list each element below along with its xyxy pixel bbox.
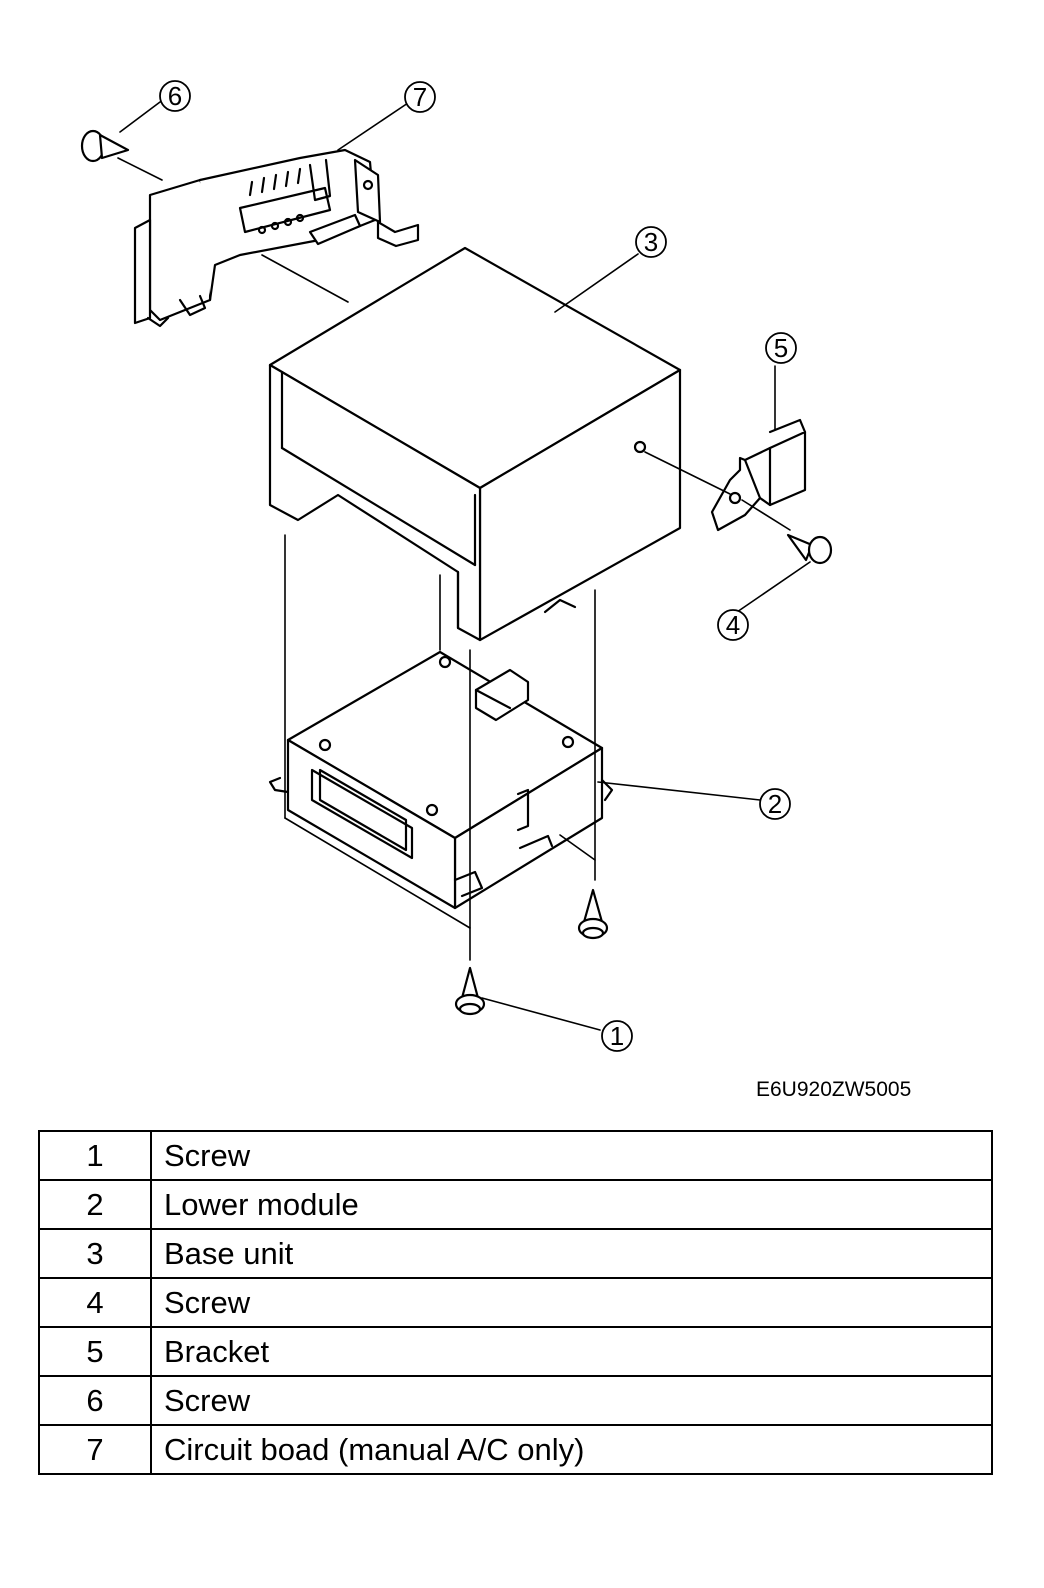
assembly-lines	[117, 157, 791, 961]
table-row: 5 Bracket	[38, 1326, 993, 1377]
part-name: Circuit boad (manual A/C only)	[150, 1424, 993, 1475]
part-number: 1	[38, 1130, 152, 1181]
part-number: 2	[38, 1179, 152, 1230]
table-row: 4 Screw	[38, 1277, 993, 1328]
base-unit-drawing	[268, 246, 682, 642]
circuit-board-drawing	[133, 148, 420, 328]
table-row: 3 Base unit	[38, 1228, 993, 1279]
callout-4: 4	[717, 609, 749, 641]
parts-table: 1 Screw 2 Lower module 3 Base unit 4 Scr…	[38, 1130, 993, 1475]
callout-3: 3	[635, 226, 667, 258]
callout-7-label: 7	[413, 82, 427, 112]
screw-1-right-drawing	[577, 888, 609, 940]
table-row: 1 Screw	[38, 1130, 993, 1181]
part-name: Lower module	[150, 1179, 993, 1230]
screw-4-drawing	[786, 533, 833, 565]
callout-5: 5	[765, 332, 797, 364]
figure-code: E6U920ZW5005	[756, 1078, 912, 1101]
part-number: 6	[38, 1375, 152, 1426]
callout-6-label: 6	[168, 81, 182, 111]
part-number: 3	[38, 1228, 152, 1279]
part-name: Bracket	[150, 1326, 993, 1377]
lower-module-drawing	[268, 650, 614, 910]
callout-1-label: 1	[610, 1021, 624, 1051]
table-row: 7 Circuit boad (manual A/C only)	[38, 1424, 993, 1475]
table-row: 6 Screw	[38, 1375, 993, 1426]
callout-6: 6	[159, 80, 191, 112]
callout-2: 2	[759, 788, 791, 820]
screw-6-drawing	[80, 129, 130, 163]
callout-5-label: 5	[774, 333, 788, 363]
table-row: 2 Lower module	[38, 1179, 993, 1230]
part-name: Screw	[150, 1375, 993, 1426]
callout-7: 7	[404, 81, 436, 113]
exploded-view-diagram: 6 7 3 5 4 2 1	[80, 80, 833, 1052]
part-number: 5	[38, 1326, 152, 1377]
callout-1: 1	[601, 1020, 633, 1052]
screw-1-left-drawing	[454, 966, 486, 1016]
part-name: Screw	[150, 1130, 993, 1181]
part-name: Base unit	[150, 1228, 993, 1279]
callout-2-label: 2	[768, 789, 782, 819]
part-name: Screw	[150, 1277, 993, 1328]
callout-3-label: 3	[644, 227, 658, 257]
part-number: 7	[38, 1424, 152, 1475]
bracket-drawing	[710, 418, 807, 532]
part-number: 4	[38, 1277, 152, 1328]
leader-lines	[119, 101, 811, 1031]
callout-4-label: 4	[726, 610, 740, 640]
